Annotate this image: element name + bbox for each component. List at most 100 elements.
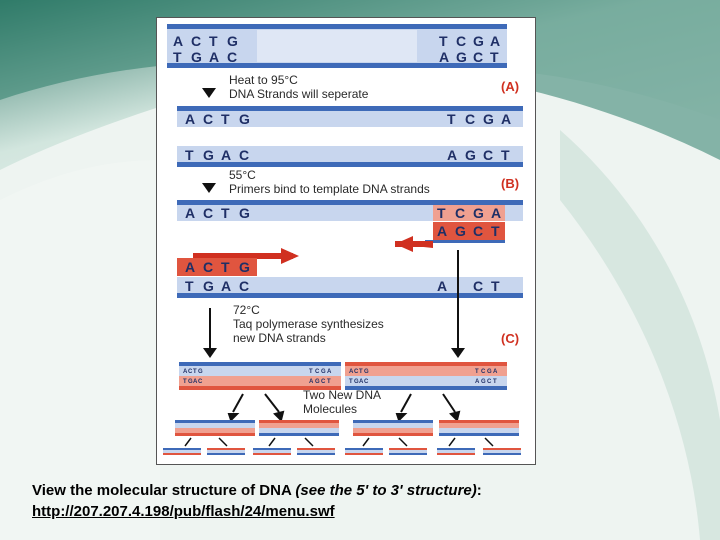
svg-text:T: T: [359, 369, 363, 375]
base: C: [455, 205, 465, 221]
product-molecules: [175, 420, 519, 436]
base: T: [185, 147, 194, 163]
step-c-line2: Taq polymerase synthesizes: [233, 317, 384, 331]
svg-text:C: C: [487, 379, 492, 385]
top-bases-right: T C G A A G C T: [439, 33, 500, 65]
svg-text:A: A: [327, 369, 332, 375]
base: G: [465, 147, 476, 163]
base: A: [490, 33, 500, 49]
svg-text:C: C: [481, 369, 486, 375]
primer-base: C: [203, 259, 213, 275]
down-arrow-icon: [451, 348, 465, 358]
base: G: [473, 205, 484, 221]
svg-text:C: C: [315, 369, 320, 375]
base: A: [185, 111, 195, 127]
base: A: [439, 49, 449, 65]
branch-arrows: [227, 393, 461, 422]
base: T: [501, 147, 510, 163]
two-new-label-line2: Molecules: [303, 402, 357, 416]
base: T: [447, 111, 456, 127]
svg-text:G: G: [321, 369, 326, 375]
base: T: [209, 33, 218, 49]
step-b-line1: 55°C: [229, 168, 256, 182]
step-c-line3: new DNA strands: [233, 331, 326, 345]
svg-text:C: C: [364, 379, 369, 385]
base: T: [491, 278, 500, 294]
step-c-line1: 72°C: [233, 303, 260, 317]
svg-text:G: G: [188, 379, 193, 385]
svg-text:A: A: [309, 379, 314, 385]
step-b-line2: Primers bind to template DNA strands: [229, 182, 430, 196]
svg-text:C: C: [321, 379, 326, 385]
svg-text:T: T: [475, 369, 479, 375]
pcr-figure: A C T G T G A C T C G A A G C T: [156, 17, 536, 465]
svg-text:T: T: [309, 369, 313, 375]
step-a: Heat to 95°C DNA Strands will seperate (…: [202, 73, 519, 101]
two-new-label-line1: Two New DNA: [303, 388, 381, 402]
primer-base: T: [221, 259, 230, 275]
svg-text:A: A: [359, 379, 364, 385]
down-arrow-icon: [202, 183, 216, 193]
top-bases-left: A C T G T G A C: [173, 33, 238, 65]
svg-text:C: C: [354, 369, 359, 375]
base: A: [501, 111, 511, 127]
svg-text:T: T: [193, 369, 197, 375]
base: G: [203, 147, 214, 163]
svg-text:T: T: [327, 379, 331, 385]
separated-strand-top: A C T G T C G A: [177, 106, 523, 127]
small-branch-arrows: [184, 437, 494, 447]
step-a-line1: Heat to 95°C: [229, 73, 298, 87]
base: A: [221, 147, 231, 163]
svg-text:G: G: [364, 369, 369, 375]
base: C: [473, 49, 483, 65]
svg-text:T: T: [183, 379, 187, 385]
step-a-line2: DNA Strands will seperate: [229, 87, 369, 101]
primer-base: C: [473, 223, 483, 239]
base: C: [227, 49, 237, 65]
svg-text:G: G: [198, 369, 203, 375]
primer-base: A: [437, 223, 447, 239]
base: T: [490, 49, 499, 65]
base: C: [456, 33, 466, 49]
svg-text:G: G: [315, 379, 320, 385]
svg-text:G: G: [481, 379, 486, 385]
down-arrow-icon: [203, 348, 217, 358]
svg-text:G: G: [487, 369, 492, 375]
tiny-molecules: [163, 448, 521, 455]
base: C: [483, 147, 493, 163]
svg-text:A: A: [349, 369, 354, 375]
svg-text:G: G: [354, 379, 359, 385]
step-c: 72°C Taq polymerase synthesizes new DNA …: [203, 250, 519, 358]
step-b: 55°C Primers bind to template DNA strand…: [202, 168, 519, 196]
molecular-structure-link[interactable]: http://207.207.4.198/pub/flash/24/menu.s…: [32, 503, 335, 520]
svg-text:A: A: [193, 379, 198, 385]
caption: View the molecular structure of DNA (see…: [32, 480, 712, 522]
base: A: [447, 147, 457, 163]
base: C: [191, 33, 201, 49]
primer-base: G: [455, 223, 466, 239]
base: G: [203, 278, 214, 294]
new-molecule-left: A C T G T C G A T G A C A G C T: [179, 362, 341, 390]
base: G: [239, 205, 250, 221]
base: A: [491, 205, 501, 221]
caption-end: :: [476, 482, 482, 499]
double-strand-initial: A C T G T G A C T C G A A G C T: [167, 24, 507, 68]
base: A: [437, 278, 447, 294]
base: G: [239, 111, 250, 127]
base: G: [456, 49, 467, 65]
base: T: [221, 111, 230, 127]
svg-text:A: A: [475, 379, 480, 385]
svg-text:C: C: [198, 379, 203, 385]
base: G: [483, 111, 494, 127]
base: T: [437, 205, 446, 221]
base: T: [173, 49, 182, 65]
base: A: [221, 278, 231, 294]
svg-text:A: A: [493, 369, 498, 375]
base: G: [227, 33, 238, 49]
base: T: [221, 205, 230, 221]
base: A: [185, 205, 195, 221]
svg-text:C: C: [188, 369, 193, 375]
separated-strand-bottom: T G A C A G C T: [177, 146, 523, 167]
extension-arrow-right-shaft: [193, 253, 293, 259]
base: T: [439, 33, 448, 49]
